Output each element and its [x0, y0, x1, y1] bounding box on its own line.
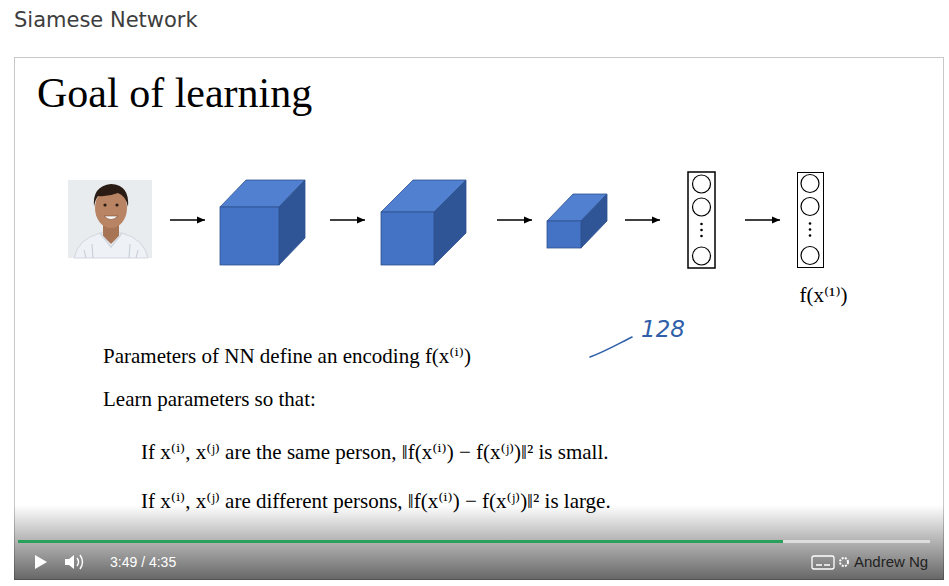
vector-column [688, 172, 715, 268]
arrow [170, 219, 205, 220]
arrow [497, 219, 532, 220]
ellipsis-dot [809, 228, 812, 231]
slide-frame [15, 58, 944, 580]
ellipsis-dot [809, 234, 812, 237]
progress-track [18, 540, 930, 543]
ellipsis-dot [700, 235, 703, 238]
arrow [745, 219, 780, 220]
neuron [693, 175, 711, 193]
collar [100, 233, 122, 247]
captions-frame [812, 556, 834, 569]
handwritten-note: 128 [641, 316, 685, 344]
neuron [801, 198, 819, 216]
slide-title: Goal of learning [37, 68, 312, 118]
volume-icon [65, 555, 83, 569]
conv-volume [381, 180, 466, 265]
conv-volume [220, 180, 305, 265]
neuron [801, 175, 819, 193]
encoding-label: f(x⁽¹⁾) [799, 283, 847, 308]
face-photo [68, 180, 152, 258]
ellipsis-dot [700, 229, 703, 232]
captions-icon [812, 556, 834, 569]
cube-front [547, 221, 581, 248]
cube-front [381, 212, 434, 265]
eye [115, 203, 118, 206]
cube-side [279, 180, 305, 265]
ellipsis-dot [809, 222, 812, 225]
neuron [693, 198, 711, 216]
condition-text: If x⁽ⁱ⁾, x⁽ʲ⁾ are the same person, ‖f(x⁽… [141, 440, 609, 465]
photo-background [68, 180, 152, 258]
encoding-vector: f(x⁽¹⁾) [797, 172, 824, 268]
condition-text: If x⁽ⁱ⁾, x⁽ʲ⁾ are different persons, ‖f(… [141, 489, 611, 514]
neuron-column [798, 173, 822, 266]
arrow [330, 219, 365, 220]
video-control-bar [14, 505, 944, 580]
body-text: Learn parameters so that: [103, 387, 316, 412]
neuron [801, 247, 819, 265]
handwritten-stroke [590, 337, 632, 357]
arrow [625, 219, 660, 220]
eye [103, 203, 106, 206]
sound-waves [77, 555, 83, 569]
ellipsis-dot [700, 223, 703, 226]
time-display: 3:49 / 4:35 [110, 554, 176, 571]
progress-fill [18, 540, 783, 543]
speaker [65, 555, 74, 569]
captions-lines [816, 564, 830, 565]
settings-icon [840, 558, 848, 566]
neuron [693, 247, 711, 265]
cube-side [581, 194, 607, 248]
hair [94, 184, 128, 207]
cube-side [434, 180, 466, 265]
watermark: Andrew Ng [854, 553, 928, 571]
play-icon [35, 555, 47, 569]
cube-front [220, 207, 279, 265]
smile [104, 216, 118, 220]
vector-outline [688, 172, 715, 268]
page-header: Siamese Network [14, 8, 198, 33]
body-text: Parameters of NN define an encoding f(x⁽… [103, 344, 471, 369]
conv-volume [547, 194, 607, 248]
